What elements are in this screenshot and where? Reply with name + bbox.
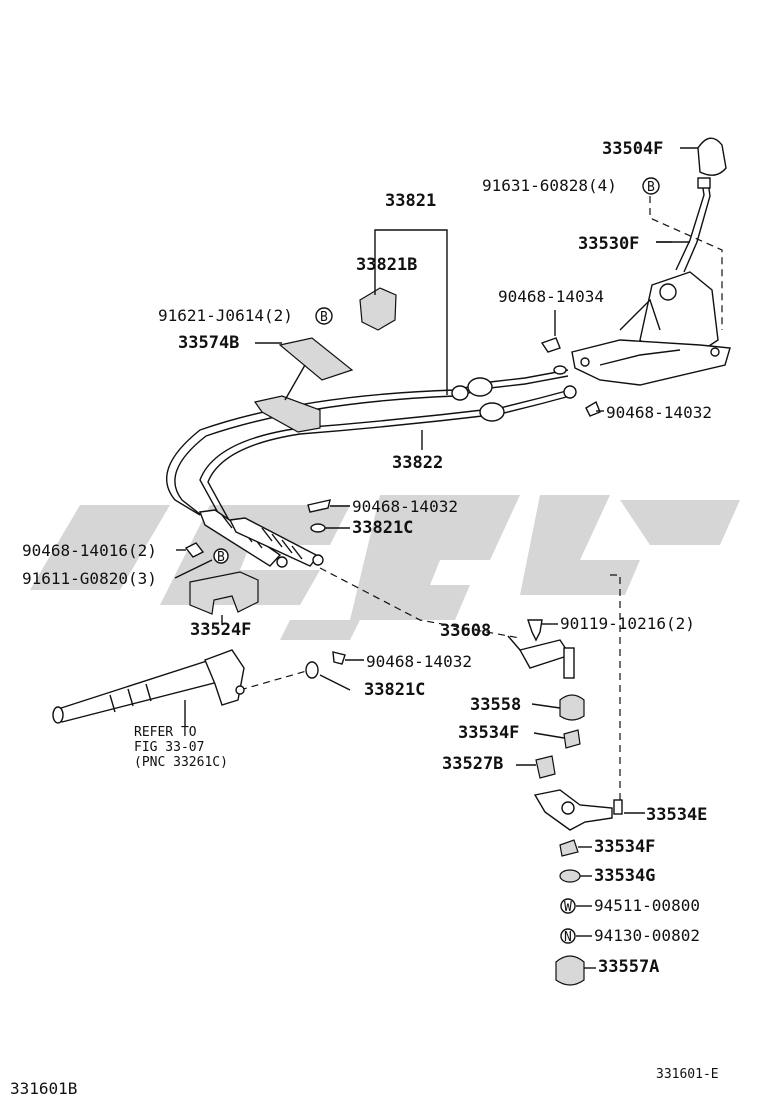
leader-dash-91631 [649, 196, 723, 330]
clip-90468-14034 [540, 337, 561, 353]
label-33608: 33608 [440, 621, 491, 641]
washer-33821C-a [310, 523, 326, 533]
bushing-33534F-b [559, 839, 579, 857]
label-90468-14032-b: 90468-14032 [352, 497, 458, 516]
leader-dash-left [239, 669, 311, 691]
bushing-33527B [535, 755, 556, 779]
leader-33574B-bracket [284, 364, 306, 401]
label-33527B: 33527B [442, 754, 503, 774]
clip-90468-14016 [184, 542, 205, 558]
leader-33821C-b [319, 674, 351, 691]
marker-b-91631-letter: B [647, 180, 655, 195]
leader-33558 [531, 703, 561, 709]
lever-33534E [533, 789, 645, 831]
label-leader-lines [176, 241, 672, 969]
label-91621-J0614: 91621-J0614(2) [158, 306, 293, 325]
label-33534G: 33534G [594, 866, 655, 886]
leader-33534F-a [533, 732, 565, 739]
label-33524F: 33524F [190, 620, 251, 640]
label-33534F-b: 33534F [594, 837, 655, 857]
label-33534F-a: 33534F [458, 723, 519, 743]
label-33574B: 33574B [178, 333, 239, 353]
shift-cable-33821 [166, 365, 569, 519]
label-91631-60828: 91631-60828(4) [482, 176, 617, 195]
shift-knob-33504F [680, 137, 727, 176]
cable-ends [199, 509, 324, 568]
marker-b-91631 [642, 177, 660, 195]
washer-33534G [559, 869, 581, 883]
label-90468-14032-a: 90468-14032 [606, 403, 712, 422]
label-90119-10216: 90119-10216(2) [560, 614, 695, 633]
label-94511-00800: 94511-00800 [594, 896, 700, 915]
marker-n-letter: N [564, 930, 572, 945]
plate-33574B [255, 337, 354, 381]
clip-90468-14032-b [307, 499, 331, 513]
label-33557A: 33557A [598, 957, 659, 977]
marker-b-91611-letter: B [217, 550, 225, 565]
label-33530F: 33530F [578, 234, 639, 254]
label-90468-14016: 90468-14016(2) [22, 541, 157, 560]
bracket-33608 [507, 635, 575, 679]
marker-b-91621 [315, 307, 333, 325]
leader-dash-right [610, 574, 621, 800]
label-33534E: 33534E [646, 805, 707, 825]
leader-33821 [374, 229, 448, 395]
transmission-shaft [52, 649, 245, 724]
bushing-33558 [559, 694, 585, 721]
reference-note-line3: (PNC 33261C) [134, 755, 228, 770]
label-90468-14034: 90468-14034 [498, 287, 604, 306]
clip-90468-14032-c [332, 651, 346, 665]
shift-lever-assembly-33530F [571, 177, 731, 386]
label-33558: 33558 [470, 695, 521, 715]
leader-91611 [174, 559, 213, 579]
label-90468-14032-c: 90468-14032 [366, 652, 472, 671]
washer-33821C-b [305, 661, 319, 679]
label-33821: 33821 [385, 191, 436, 211]
bolt-90119 [527, 619, 543, 642]
grommet-33821B [359, 287, 397, 331]
marker-w [560, 898, 576, 914]
marker-b-91611 [213, 548, 229, 564]
select-cable-33822 [199, 385, 577, 523]
cable-bracket [253, 395, 321, 433]
label-33821C-b: 33821C [364, 680, 425, 700]
label-33822: 33822 [392, 453, 443, 473]
leader-dash-33608 [319, 567, 521, 639]
label-33504F: 33504F [602, 139, 663, 159]
cap-33557A [555, 955, 585, 986]
clip-90468-14032-a [585, 400, 601, 417]
figure-code-left: 331601B [10, 1079, 77, 1098]
marker-b-91621-letter: B [320, 310, 328, 325]
marker-n [560, 928, 576, 944]
label-33821B: 33821B [356, 255, 417, 275]
figure-code-right: 331601-E [656, 1067, 719, 1082]
label-91611-G0820: 91611-G0820(3) [22, 569, 157, 588]
bushing-33534F-a [563, 729, 581, 749]
label-33821C-a: 33821C [352, 518, 413, 538]
reference-note-line1: REFER TO [134, 725, 197, 740]
marker-w-letter: W [564, 900, 572, 915]
label-94130-00802: 94130-00802 [594, 926, 700, 945]
reference-note-line2: FIG 33-07 [134, 740, 204, 755]
bracket-33524F [189, 571, 259, 615]
